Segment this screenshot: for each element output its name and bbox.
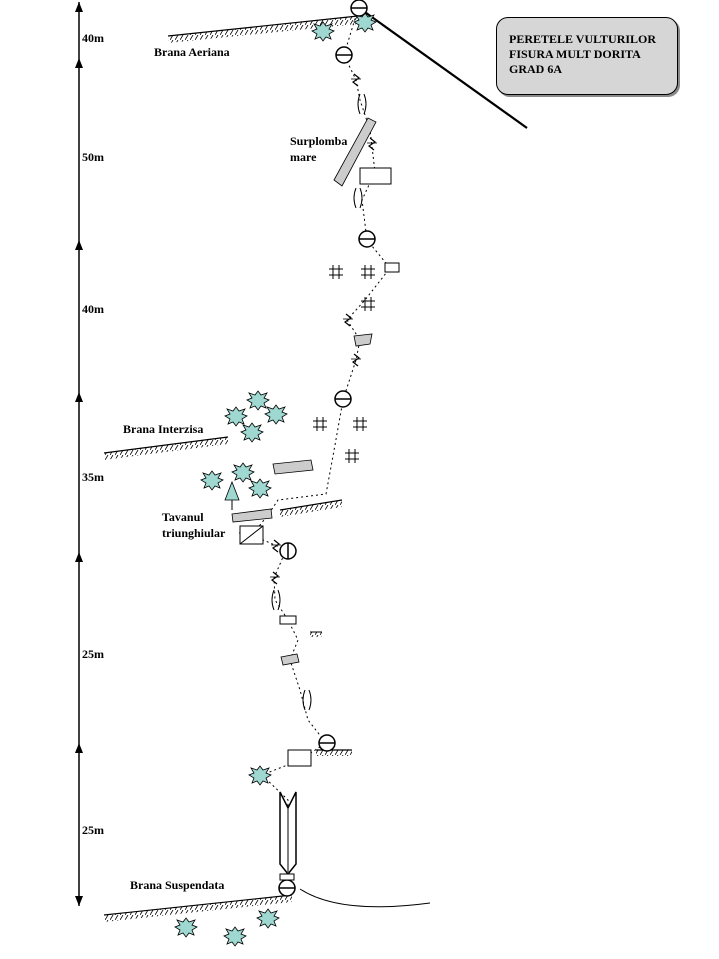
ledge-belay-lower [316, 749, 352, 756]
hash-icon [312, 264, 376, 464]
route-title-box: PERETELE VULTURILOR FISURA MULT DORITA G… [496, 17, 678, 95]
label-brana-aeriana: Brana Aeriana [154, 45, 230, 59]
label-tavanul-triunghiular: triunghiular [162, 526, 226, 540]
ledge-brana-aeriana [167, 15, 359, 43]
label-surplomba-mare: mare [290, 150, 317, 164]
chimney-shape [279, 791, 297, 881]
scale-label: 25m [82, 647, 104, 661]
label-tavanul: Tavanul [162, 510, 204, 524]
ledge-brana-suspendata [103, 894, 293, 922]
label-surplomba: Surplomba [290, 134, 348, 148]
scale-label: 25m [82, 823, 104, 837]
block-shape [239, 167, 400, 767]
label-brana-suspendata: Brana Suspendata [130, 878, 225, 892]
descent-line [361, 9, 528, 129]
ledge-brana-interzisa [103, 436, 229, 460]
scale-label: 35m [82, 470, 104, 484]
tree-icon [224, 480, 240, 510]
slope-curve [299, 888, 431, 908]
scale-label: 40m [82, 31, 104, 45]
label-brana-interzisa: Brana Interzisa [123, 422, 204, 436]
overhang-shape [231, 117, 377, 666]
title-line-grade: GRAD 6A [509, 62, 562, 76]
scale-label: 50m [82, 150, 104, 164]
ledge-middle [279, 499, 343, 517]
scale-label: 40m [82, 302, 104, 316]
title-line-route: FISURA MULT DORITA [509, 47, 641, 61]
ledge-small-hatch [310, 631, 322, 637]
title-line-wall: PERETELE VULTURILOR [509, 32, 657, 46]
bush-icon [174, 12, 377, 947]
scale-bar [75, 2, 83, 906]
